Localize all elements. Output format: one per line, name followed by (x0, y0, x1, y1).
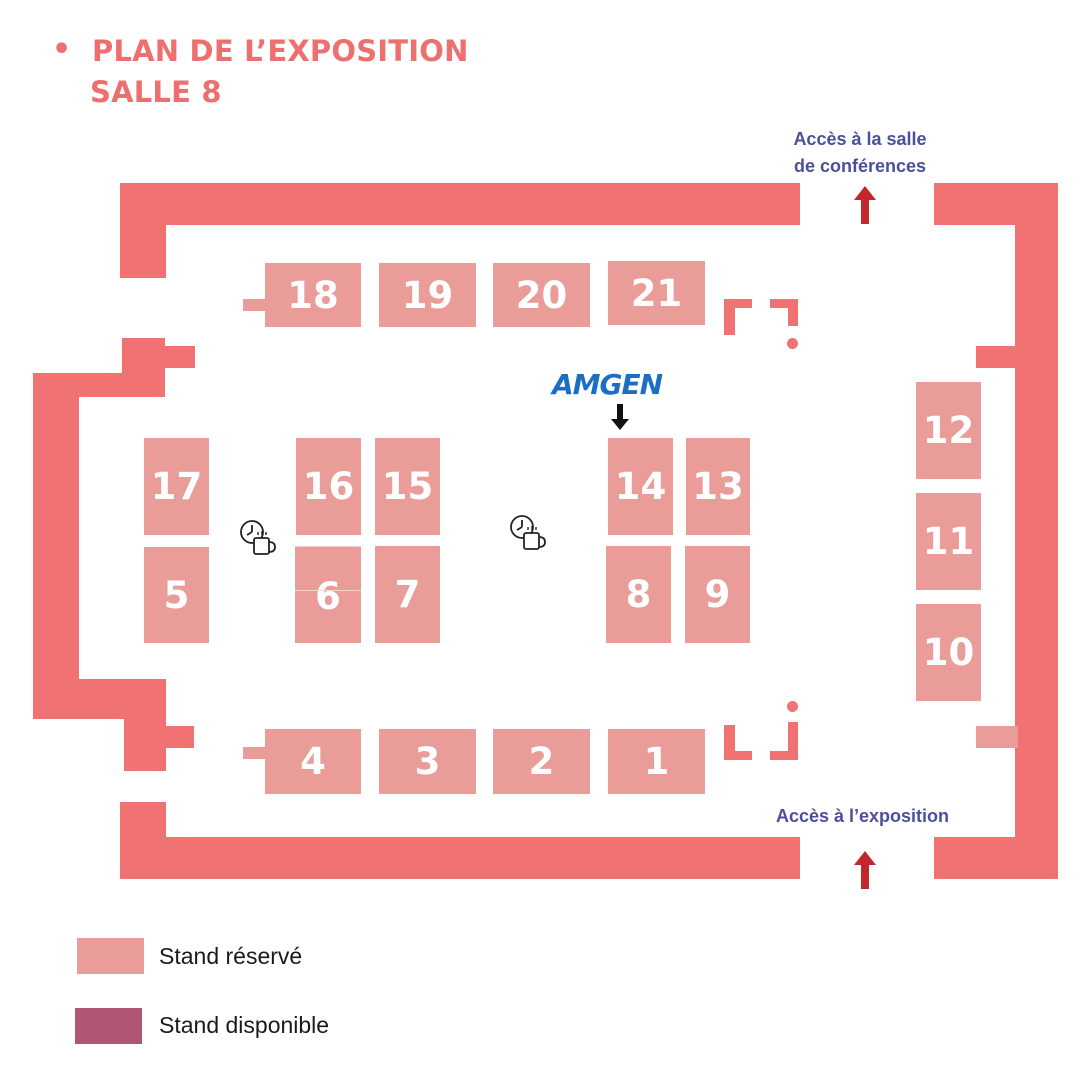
stand-4[interactable]: 4 (265, 729, 361, 794)
stand-17[interactable]: 17 (144, 438, 209, 535)
stand-19[interactable]: 19 (379, 263, 476, 327)
stand-20[interactable]: 20 (493, 263, 590, 327)
wall-left-pillar-top (122, 338, 165, 396)
stand-8[interactable]: 8 (606, 546, 671, 643)
exhibition-access-label: Accès à l’exposition (775, 806, 950, 826)
arrow-up-icon (854, 851, 876, 889)
wall-right-stub-lower (976, 726, 1018, 748)
coffee-break-icon (240, 520, 276, 555)
bracket-marker (724, 751, 752, 760)
bracket-marker (770, 751, 798, 760)
wall-bottom-left (120, 837, 800, 879)
stand-12[interactable]: 12 (916, 382, 981, 479)
title-bullet: • (52, 32, 72, 67)
amgen-logo: AMGEN (552, 368, 663, 401)
wall-bottom-left-corner (120, 802, 166, 879)
bracket-marker (724, 725, 735, 760)
legend-reserved-label: Stand réservé (159, 943, 303, 969)
stand-6[interactable]: 6 (295, 546, 361, 643)
wall-left-pillar-bottom (124, 679, 166, 771)
wall-left-stub-top (165, 346, 195, 368)
legend-available-label: Stand disponible (159, 1012, 330, 1038)
wall-right-stub-upper (976, 346, 1018, 368)
page-title: PLAN DE L’EXPOSITION (92, 34, 469, 68)
stand-14[interactable]: 14 (608, 438, 673, 535)
bracket-marker (724, 299, 735, 335)
conference-access-label: Accès à la salle de conférences (770, 126, 950, 180)
stand-13[interactable]: 13 (686, 438, 750, 535)
stand-18[interactable]: 18 (265, 263, 361, 327)
stand-6-divider (295, 590, 361, 591)
stand-5[interactable]: 5 (144, 547, 209, 643)
conference-access-line1: Accès à la salle (793, 129, 927, 149)
stand-11[interactable]: 11 (916, 493, 981, 590)
stand-7[interactable]: 7 (375, 546, 440, 643)
bracket-marker (788, 722, 798, 760)
arrow-down-icon (611, 404, 629, 430)
legend-available-swatch (75, 1008, 142, 1044)
stand-10[interactable]: 10 (916, 604, 981, 701)
bracket-dot (787, 701, 798, 712)
stand-1[interactable]: 1 (608, 729, 705, 794)
wall-top-left (120, 183, 800, 225)
legend-reserved-swatch (77, 938, 144, 974)
page-subtitle: SALLE 8 (90, 75, 222, 109)
wall-top-left-corner (120, 183, 166, 278)
bracket-marker (724, 299, 752, 308)
arrow-up-icon (854, 186, 876, 224)
wall-right (1015, 183, 1058, 879)
bracket-marker (788, 299, 798, 326)
wall-left-stub-bottom (166, 726, 194, 748)
stand-3[interactable]: 3 (379, 729, 476, 794)
wall-left (33, 373, 79, 719)
stand-21[interactable]: 21 (608, 261, 705, 325)
stand-9[interactable]: 9 (685, 546, 750, 643)
bracket-marker (770, 299, 798, 308)
coffee-break-icon (510, 515, 546, 550)
conference-access-line2: de conférences (793, 156, 927, 176)
bracket-dot (787, 338, 798, 349)
stand-4-stub (243, 747, 265, 759)
wall-bottom-right (934, 837, 1058, 879)
stand-16[interactable]: 16 (296, 438, 361, 535)
stand-15[interactable]: 15 (375, 438, 440, 535)
stand-18-stub (243, 299, 265, 311)
stand-2[interactable]: 2 (493, 729, 590, 794)
